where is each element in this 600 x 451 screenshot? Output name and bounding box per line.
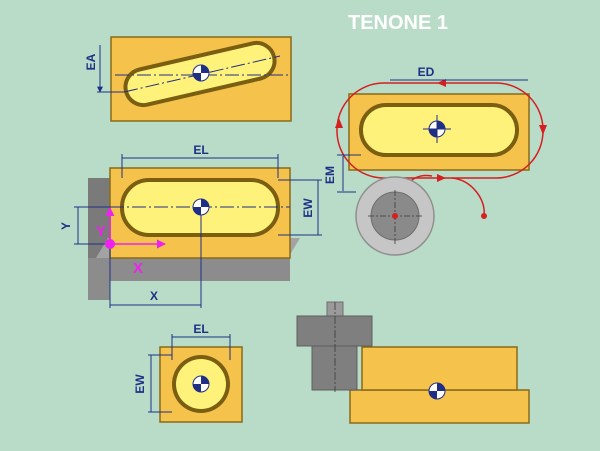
path-direction-arrow bbox=[437, 174, 446, 182]
center-mark-icon bbox=[428, 382, 446, 400]
em-label: EM bbox=[323, 166, 337, 184]
el-label: EL bbox=[193, 143, 208, 157]
y-axis-label: Y bbox=[96, 223, 106, 240]
y-dimension-label: Y bbox=[59, 222, 73, 230]
center-mark-icon bbox=[192, 64, 210, 82]
lead-out-path bbox=[451, 177, 485, 216]
diagram-title: TENONE 1 bbox=[348, 12, 448, 34]
origin-point bbox=[105, 239, 115, 249]
center-mark-icon bbox=[423, 115, 451, 143]
center-mark-icon bbox=[192, 198, 210, 216]
ed-label: ED bbox=[418, 65, 435, 79]
ea-label: EA bbox=[84, 53, 98, 70]
main-tenon-view: EL EW Y X Y X bbox=[59, 143, 322, 308]
side-view bbox=[296, 301, 530, 424]
ew-small-label: EW bbox=[133, 374, 147, 394]
x-axis-label: X bbox=[133, 260, 143, 277]
fixture-bottom-rail bbox=[88, 258, 290, 300]
path-direction-arrow bbox=[335, 118, 343, 128]
cutter-tool-icon bbox=[296, 301, 373, 392]
angled-tenon-view: EA bbox=[84, 36, 292, 122]
center-mark-icon bbox=[192, 375, 210, 393]
tenon-side bbox=[361, 346, 518, 391]
tenon-axis-line bbox=[123, 55, 281, 93]
cutter-icon bbox=[355, 176, 435, 256]
ew-label: EW bbox=[301, 198, 315, 218]
circular-tenon-view: EL EW bbox=[133, 322, 243, 423]
path-end-point bbox=[481, 213, 487, 219]
path-direction-arrow bbox=[437, 79, 446, 87]
x-dimension-label: X bbox=[150, 289, 158, 303]
toolpath-view: ED EM bbox=[323, 65, 547, 256]
path-direction-arrow bbox=[539, 125, 547, 135]
el-small-label: EL bbox=[193, 322, 208, 336]
